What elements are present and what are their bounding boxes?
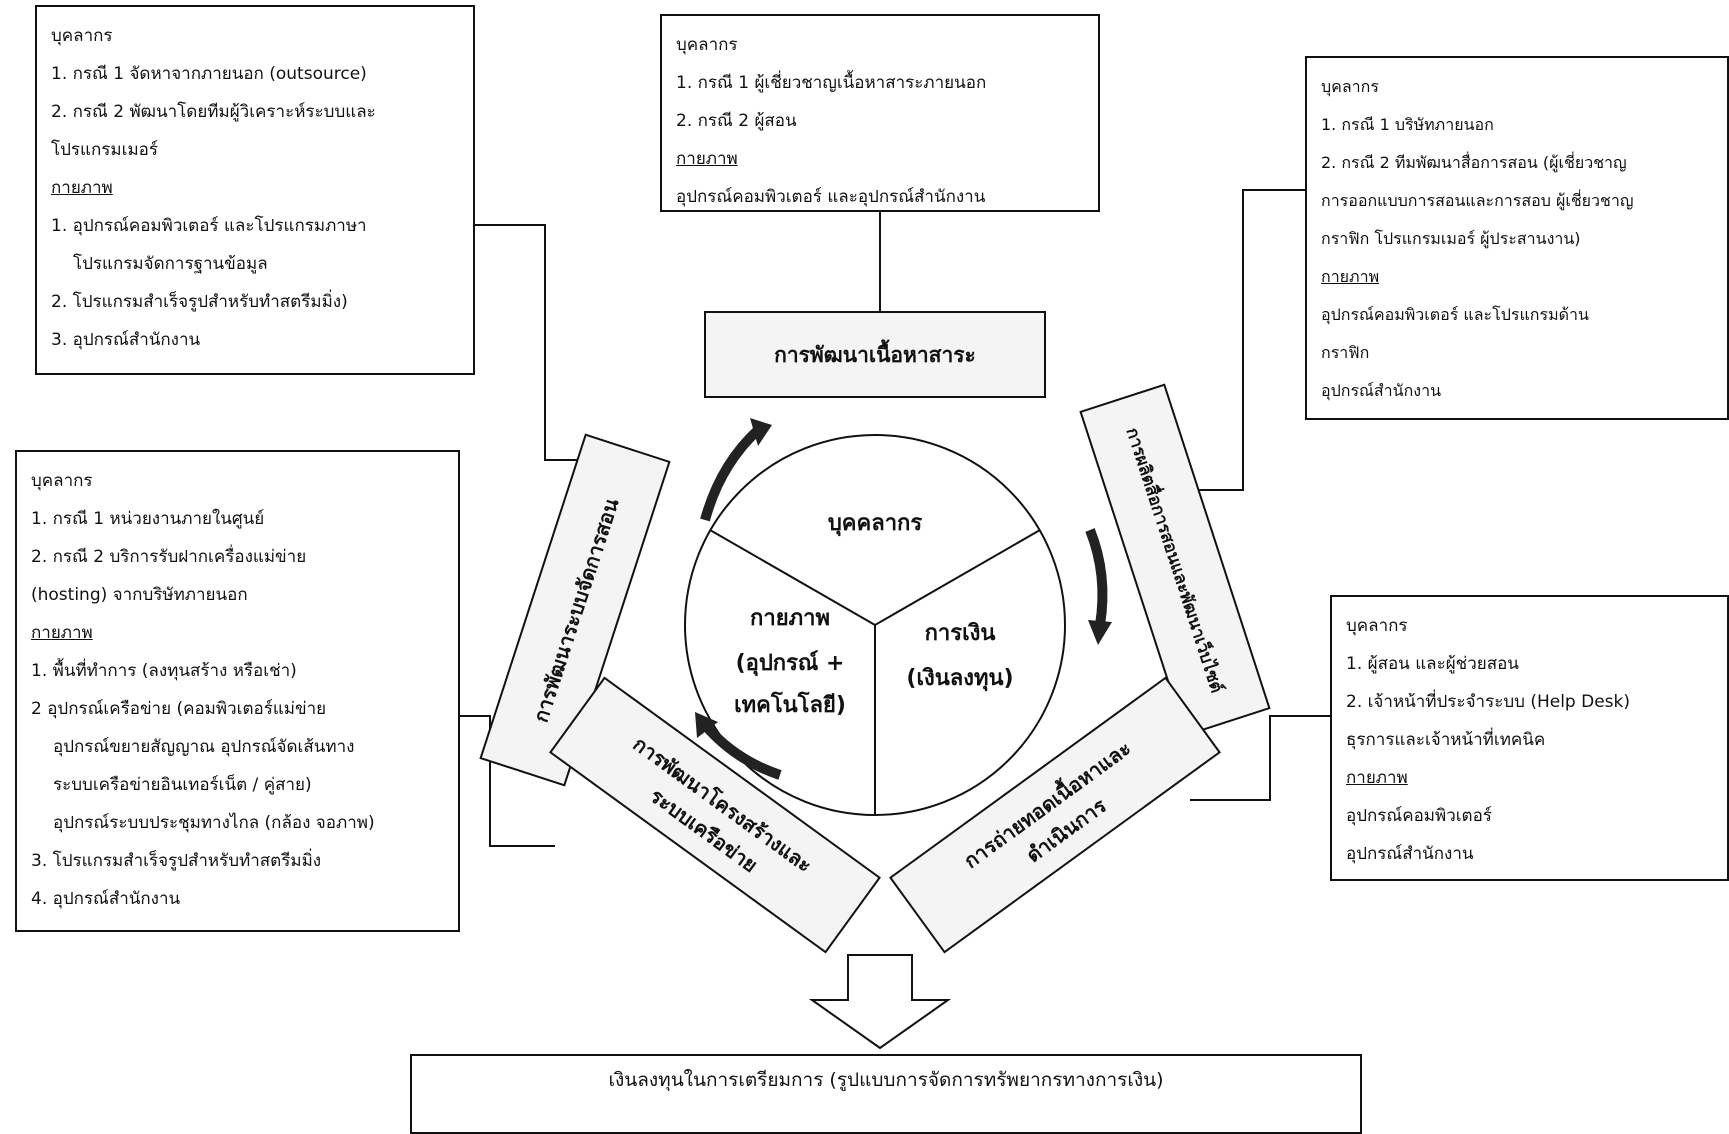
investment-box: เงินลงทุนในการเตรียมการ (รูปแบบการจัดการ… <box>410 1054 1362 1134</box>
box-top-left: บุคลากร 1. กรณี 1 จัดหาจากภายนอก (outsou… <box>35 5 475 375</box>
down-arrow-icon <box>808 954 952 1050</box>
box-line: ธุรการและเจ้าหน้าที่เทคนิค <box>1346 730 1546 750</box>
box-line: อุปกรณ์คอมพิวเตอร์ <box>1346 806 1492 826</box>
box-line: โปรแกรมเมอร์ <box>51 140 158 160</box>
box-line: 1. กรณี 1 ผู้เชี่ยวชาญเนื้อหาสาระภายนอก <box>676 73 987 93</box>
box-top-right: บุคลากร 1. กรณี 1 บริษัทภายนอก 2. กรณี 2… <box>1305 56 1729 420</box>
box-line: กายภาพ <box>1346 768 1408 788</box>
box-line: (hosting) จากบริษัทภายนอก <box>31 585 248 605</box>
box-line: 2. กรณี 2 ผู้สอน <box>676 111 797 131</box>
connector-top-left <box>445 224 600 461</box>
box-line: 3. โปรแกรมสำเร็จรูปสำหรับทำสตรีมมิ่ง <box>31 851 322 871</box>
circle-label-people: บุคคลากร <box>828 511 923 537</box>
box-line: บุคลากร <box>31 471 93 491</box>
box-line: 1. กรณี 1 จัดหาจากภายนอก (outsource) <box>51 64 367 84</box>
box-line: บุคลากร <box>1321 77 1379 96</box>
circle-label-physical-2: (อุปกรณ์ + <box>736 650 845 677</box>
box-line: อุปกรณ์สำนักงาน <box>1321 381 1441 400</box>
circle-label-finance-1: การเงิน <box>925 621 996 646</box>
box-line: 2. กรณี 2 บริการรับฝากเครื่องแม่ข่าย <box>31 547 307 567</box>
cycle-arrow-left-icon <box>700 426 762 522</box>
box-line: การออกแบบการสอนและการสอบ ผู้เชี่ยวชาญ <box>1321 191 1634 210</box>
box-line: กายภาพ <box>676 149 738 169</box>
cycle-arrow-right-icon <box>1085 528 1108 626</box>
box-line: 2. กรณี 2 พัฒนาโดยทีมผู้วิเคราะห์ระบบและ <box>51 102 376 122</box>
cycle-arrow-bottom-icon <box>701 721 782 780</box>
circle-label-physical-1: กายภาพ <box>750 606 830 631</box>
box-line: บุคลากร <box>1346 616 1408 636</box>
box-line: 4. อุปกรณ์สำนักงาน <box>31 889 181 909</box>
box-line: กายภาพ <box>1321 267 1380 286</box>
diagram-canvas: การพัฒนาเนื้อหาสาระ การพัฒนาระบบจัดการสอ… <box>445 189 1330 1050</box>
box-line: กายภาพ <box>51 178 113 198</box>
box-line: 1. ผู้สอน และผู้ช่วยสอน <box>1346 654 1519 674</box>
connector-top-right <box>1180 189 1305 491</box>
box-line: 2. กรณี 2 ทีมพัฒนาสื่อการสอน (ผู้เชี่ยวช… <box>1321 153 1627 172</box>
box-line: 3. อุปกรณ์สำนักงาน <box>51 330 201 350</box>
cycle-arrowhead-left-icon <box>750 418 772 446</box>
box-line: กราฟิก <box>1321 343 1370 362</box>
box-line: 1. พื้นที่ทำการ (ลงทุนสร้าง หรือเช่า) <box>31 661 297 681</box>
box-line: 1. กรณี 1 บริษัทภายนอก <box>1321 115 1494 134</box>
box-line: อุปกรณ์คอมพิวเตอร์ และโปรแกรมด้าน <box>1321 305 1589 324</box>
box-line: บุคลากร <box>51 26 113 46</box>
bar-top <box>704 311 1046 398</box>
box-line: 2 อุปกรณ์เครือข่าย (คอมพิวเตอร์แม่ข่าย <box>31 699 327 719</box>
box-line: 1. กรณี 1 หน่วยงานภายในศูนย์ <box>31 509 265 529</box>
bar-top-label: การพัฒนาเนื้อหาสาระ <box>774 339 976 367</box>
circle-label-physical-3: เทคโนโลยี) <box>734 691 846 718</box>
box-line: อุปกรณ์ขยายสัญญาณ อุปกรณ์จัดเส้นทาง <box>53 737 355 757</box>
box-top-center: บุคลากร 1. กรณี 1 ผู้เชี่ยวชาญเนื้อหาสาร… <box>660 14 1100 212</box>
box-line: กายภาพ <box>31 623 93 643</box>
cycle-arrowhead-right-icon <box>1088 620 1112 645</box>
cycle-arrowhead-bottom-icon <box>695 712 718 738</box>
connector-mid-left <box>460 715 555 847</box>
circle-divider-right <box>874 529 1041 626</box>
box-line: อุปกรณ์คอมพิวเตอร์ และอุปกรณ์สำนักงาน <box>676 187 986 207</box>
circle-label-finance-2: (เงินลงทุน) <box>906 666 1013 692</box>
box-line: 2. เจ้าหน้าที่ประจำระบบ (Help Desk) <box>1346 692 1631 712</box>
connector-mid-right <box>1190 715 1330 801</box>
circle-divider-left <box>709 529 876 626</box>
box-line: อุปกรณ์ระบบประชุมทางไกล (กล้อง จอภาพ) <box>53 813 375 833</box>
box-line: กราฟิก โปรแกรมเมอร์ ผู้ประสานงาน) <box>1321 229 1581 248</box>
box-line: โปรแกรมจัดการฐานข้อมูล <box>73 254 268 274</box>
box-line: บุคลากร <box>676 35 738 55</box>
box-line: 1. อุปกรณ์คอมพิวเตอร์ และโปรแกรมภาษา <box>51 216 367 236</box>
bar-right: การผลิตสื่อการสอนและพัฒนาเว็บไซต์ <box>1079 383 1271 737</box>
box-line: 2. โปรแกรมสำเร็จรูปสำหรับทำสตรีมมิ่ง) <box>51 292 348 312</box>
box-mid-right: บุคลากร 1. ผู้สอน และผู้ช่วยสอน 2. เจ้าห… <box>1330 595 1729 881</box>
box-mid-left: บุคลากร 1. กรณี 1 หน่วยงานภายในศูนย์ 2. … <box>15 450 460 932</box>
box-line: ระบบเครือข่ายอินเทอร์เน็ต / คู่สาย) <box>53 775 312 795</box>
box-line: อุปกรณ์สำนักงาน <box>1346 844 1474 864</box>
